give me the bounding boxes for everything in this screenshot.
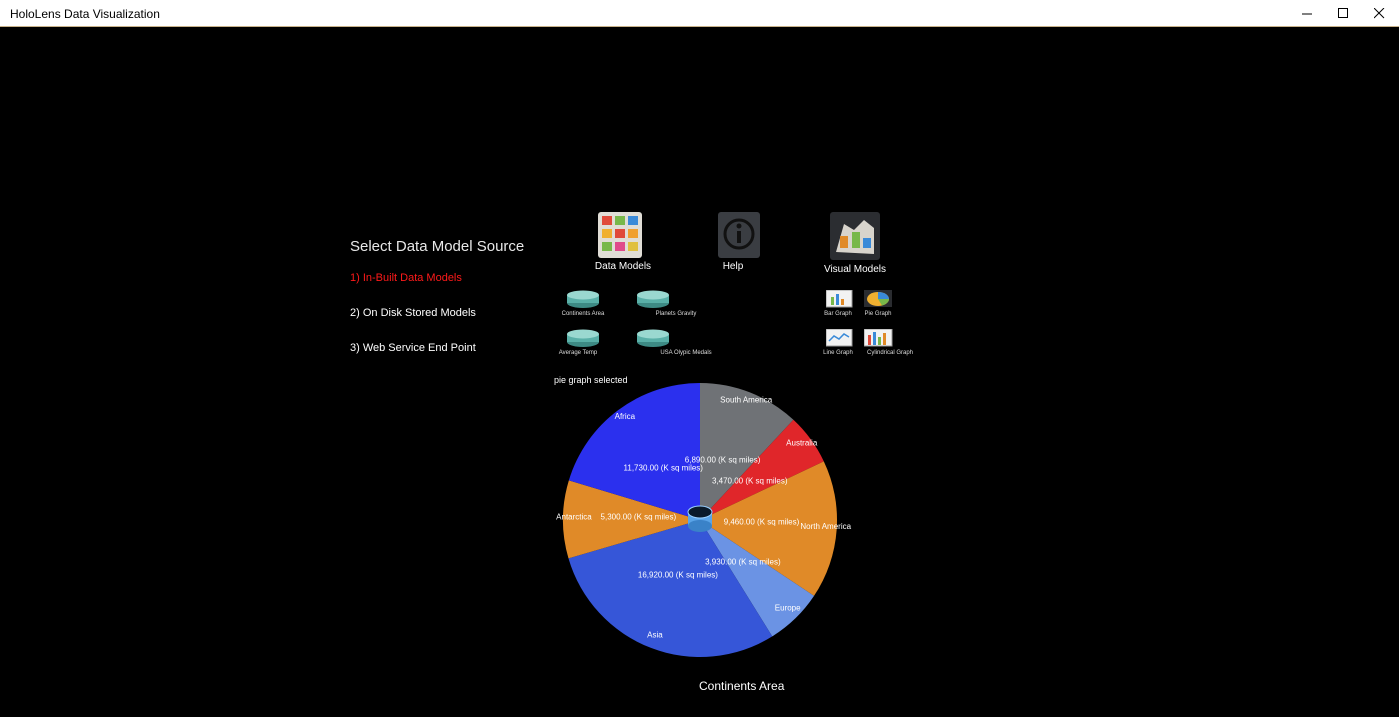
help-button[interactable] (718, 212, 760, 265)
visual-models-icon (830, 212, 880, 260)
pie-slice-asia[interactable] (568, 520, 773, 657)
pie-chart: South America 6,890.00 (K sq miles) Austra… (556, 383, 852, 657)
pie-graph-icon (864, 290, 892, 307)
pie-graph-button[interactable] (864, 290, 894, 313)
pie-slice-north-america[interactable] (700, 461, 837, 596)
close-button[interactable] (1356, 0, 1399, 26)
database-disk-icon (567, 290, 599, 308)
cylindrical-graph-button[interactable] (863, 328, 894, 352)
slice-name-label: North America (800, 522, 851, 531)
slice-name-label: South America (720, 396, 773, 405)
visual-models-label: Visual Models (823, 264, 887, 275)
app-canvas: Select Data Model Source 1) In-Built Dat… (0, 27, 1399, 717)
option-on-disk-models[interactable]: 2) On Disk Stored Models (350, 307, 476, 319)
title-bar: HoloLens Data Visualization (0, 0, 1399, 27)
database-disk-icon (567, 329, 599, 347)
dataset-continents-area-label: Continents Area (561, 311, 605, 317)
slice-name-label: Australia (786, 439, 818, 448)
help-icon (718, 212, 760, 258)
help-label: Help (722, 261, 744, 272)
slice-value-label: 6,890.00 (K sq miles) (685, 456, 761, 465)
line-graph-icon (825, 328, 853, 347)
maximize-button[interactable] (1320, 0, 1366, 26)
line-graph-button[interactable] (825, 328, 854, 352)
slice-name-label: Europe (775, 604, 801, 613)
bar-graph-icon (825, 289, 853, 308)
visual-models-button[interactable] (830, 212, 882, 267)
slice-name-label: Antarctica (556, 512, 592, 521)
bar-graph-label: Bar Graph (824, 311, 852, 317)
data-models-button[interactable] (598, 212, 644, 265)
close-icon (1373, 7, 1384, 18)
minimize-icon (1301, 13, 1312, 14)
slice-value-label: 3,470.00 (K sq miles) (712, 477, 788, 486)
pie-slice-europe[interactable] (700, 520, 815, 637)
pie-center-cylinder (687, 505, 713, 532)
line-graph-label: Line Graph (823, 350, 853, 356)
database-disk-icon (637, 290, 669, 308)
minimize-button[interactable] (1284, 0, 1330, 26)
slice-value-label: 16,920.00 (K sq miles) (638, 571, 718, 580)
data-models-icon (598, 212, 642, 258)
slice-value-label: 5,300.00 (K sq miles) (601, 513, 677, 522)
slice-name-label: Africa (615, 412, 636, 421)
slice-value-label: 3,930.00 (K sq miles) (705, 557, 781, 566)
slice-name-label: Asia (647, 631, 663, 640)
bar-graph-button[interactable] (825, 289, 854, 313)
cylindrical-graph-label: Cylindrical Graph (866, 350, 914, 356)
database-disk-icon (637, 329, 669, 347)
maximize-icon (1337, 7, 1348, 18)
pie-slice-australia[interactable] (700, 419, 824, 520)
data-models-label: Data Models (594, 261, 652, 272)
dataset-planets-gravity-label: Planets Gravity (655, 311, 697, 317)
dataset-usa-olympic-medals-label: USA Olypic Medals (660, 350, 712, 356)
window-title: HoloLens Data Visualization (10, 7, 160, 21)
pie-graph-label: Pie Graph (864, 311, 892, 317)
chart-title: Continents Area (699, 679, 785, 693)
option-web-service[interactable]: 3) Web Service End Point (350, 342, 476, 354)
pie-slice-south-america[interactable] (700, 383, 794, 520)
dataset-average-temp-label: Average Temp (558, 350, 598, 356)
pie-slice-africa[interactable] (568, 383, 700, 520)
slice-value-label: 11,730.00 (K sq miles) (624, 464, 704, 473)
slice-value-label: 9,460.00 (K sq miles) (724, 517, 800, 526)
panel-heading: Select Data Model Source (350, 238, 525, 255)
selection-status: pie graph selected (554, 375, 628, 385)
option-in-built-models[interactable]: 1) In-Built Data Models (350, 272, 462, 284)
pie-slice-antarctica[interactable] (562, 480, 700, 559)
cylindrical-graph-icon (863, 328, 893, 347)
